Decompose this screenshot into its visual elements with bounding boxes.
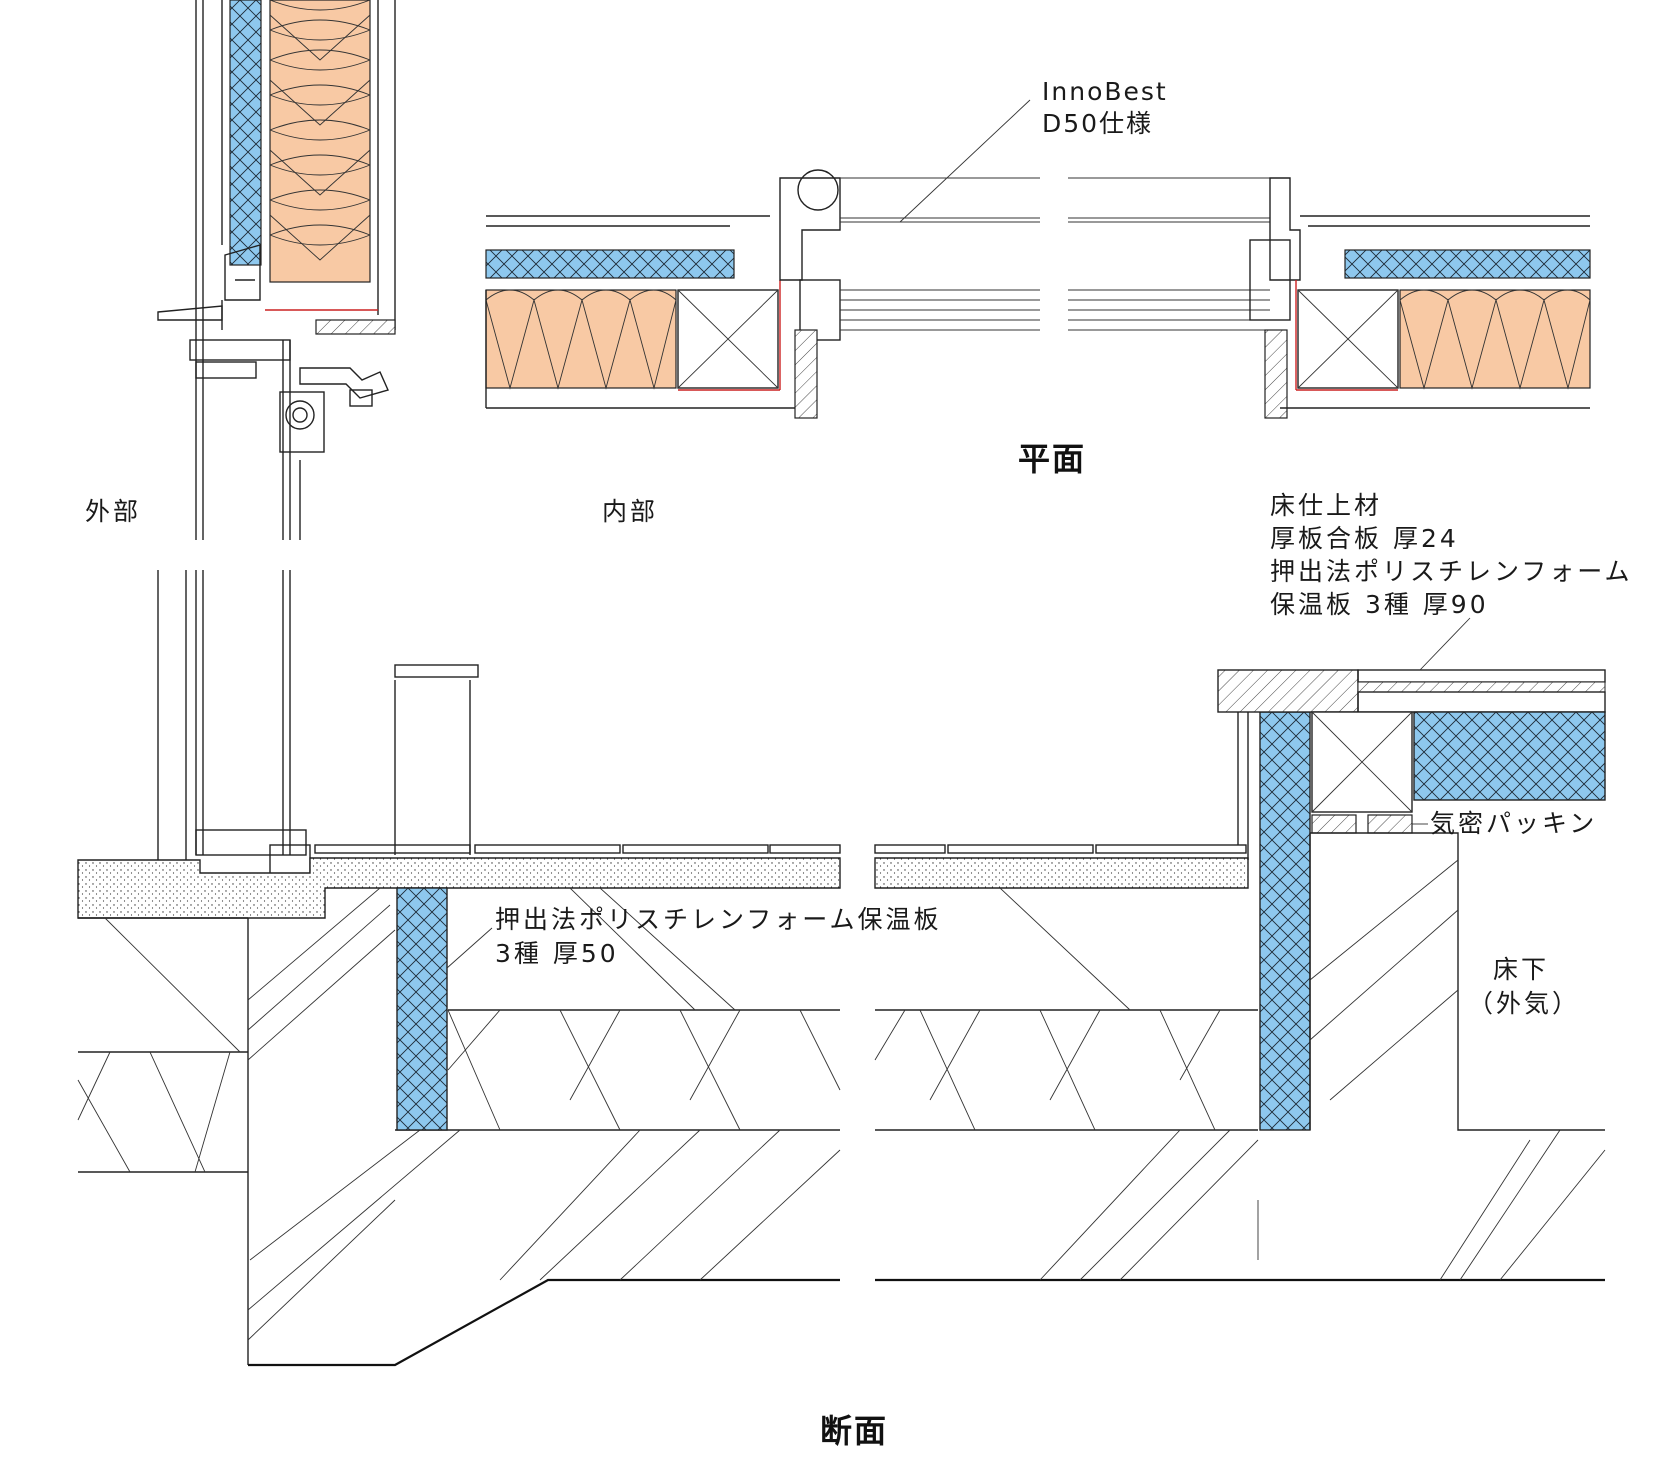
foundation-insulation-line2: 3種 厚50 <box>495 939 619 968</box>
wall-fiber-insulation <box>269 0 371 283</box>
plan-xps-right <box>1344 249 1591 279</box>
plan-title: 平面 <box>1018 440 1086 478</box>
plan-view <box>485 99 1591 419</box>
zone-interior-label: 内部 <box>602 497 658 526</box>
wall-section-top <box>157 0 396 540</box>
zone-exterior-label: 外部 <box>85 497 141 526</box>
section-view <box>77 570 1606 1367</box>
airtight-gasket-right <box>1367 814 1413 834</box>
wall-xps-insulation <box>229 0 262 266</box>
floor-xps-90 <box>1413 711 1606 801</box>
foundation-xps-left <box>396 887 448 1131</box>
plan-fiber-left <box>485 289 677 389</box>
window-spec-line2: D50仕様 <box>1042 109 1153 138</box>
airtight-gasket-left <box>1311 814 1357 834</box>
section-title: 断面 <box>820 1412 888 1450</box>
floor-finish <box>1357 681 1606 693</box>
zone-underfloor-label: 床下 <box>1493 955 1549 984</box>
wall-sill-board <box>315 319 396 335</box>
floor-mortar-right <box>874 857 1249 889</box>
plan-fiber-right <box>1399 289 1591 389</box>
floor-buildup-line1: 床仕上材 <box>1270 491 1382 520</box>
floor-buildup-line4: 保温板 3種 厚90 <box>1270 590 1489 619</box>
plan-jamb-right <box>1264 329 1288 419</box>
floor-buildup-line2: 厚板合板 厚24 <box>1270 524 1459 553</box>
plan-jamb-left <box>794 329 818 419</box>
floor-buildup-line3: 押出法ポリスチレンフォーム <box>1270 557 1633 586</box>
plan-xps-left <box>485 249 735 279</box>
window-spec-line1: InnoBest <box>1042 77 1168 106</box>
foundation-xps-right <box>1259 711 1311 1131</box>
floor-plywood <box>1217 669 1359 713</box>
airtight-gasket-label: 気密パッキン <box>1430 809 1597 838</box>
foundation-insulation-line1: 押出法ポリスチレンフォーム保温板 <box>495 905 942 934</box>
zone-underfloor-note: （外気） <box>1468 989 1580 1018</box>
